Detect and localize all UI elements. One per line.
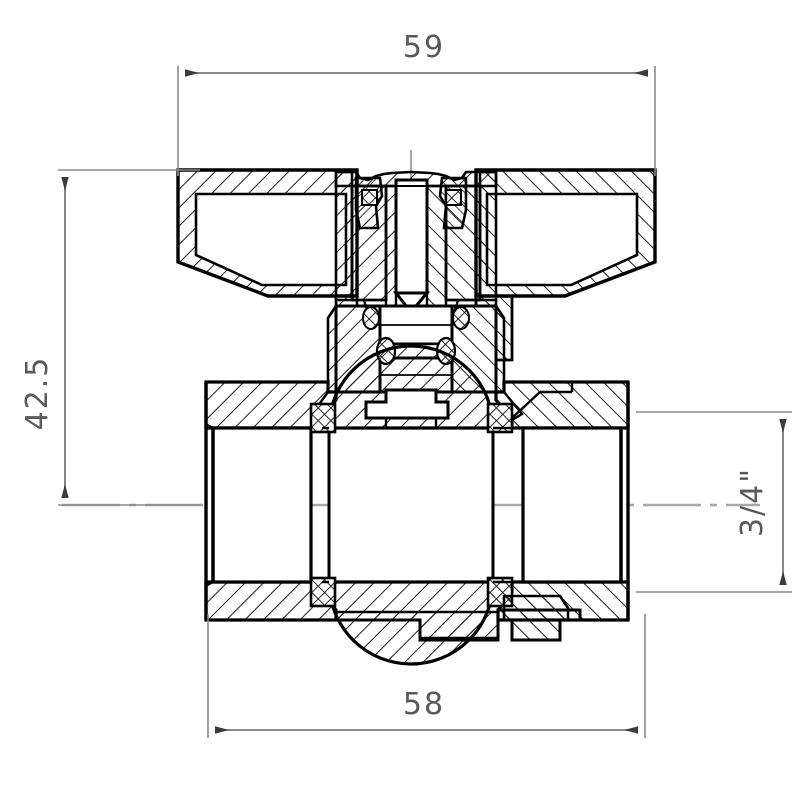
dimension-right-label: 3/4" (735, 467, 770, 537)
dimension-top-59: 59 (177, 30, 656, 176)
dimension-left-42-5: 42.5 (20, 169, 200, 506)
hub-o-ring-left (362, 306, 380, 330)
dimension-left-label: 42.5 (20, 356, 55, 431)
end-cap (334, 594, 582, 642)
port-left (205, 423, 313, 587)
ball (327, 344, 495, 666)
stem-screw (362, 178, 460, 338)
dimension-bottom-58: 58 (207, 614, 646, 738)
body-detail-lines (322, 382, 574, 584)
dimension-bottom-label: 58 (403, 687, 445, 722)
dimension-right-thread-size: 3/4" (636, 411, 792, 593)
handle-left-wing (176, 168, 359, 298)
hub-o-ring-right (452, 306, 470, 330)
dimension-top-label: 59 (403, 30, 445, 65)
port-right (521, 426, 623, 584)
handle-right-wing (474, 168, 657, 298)
valve-body (204, 380, 630, 622)
